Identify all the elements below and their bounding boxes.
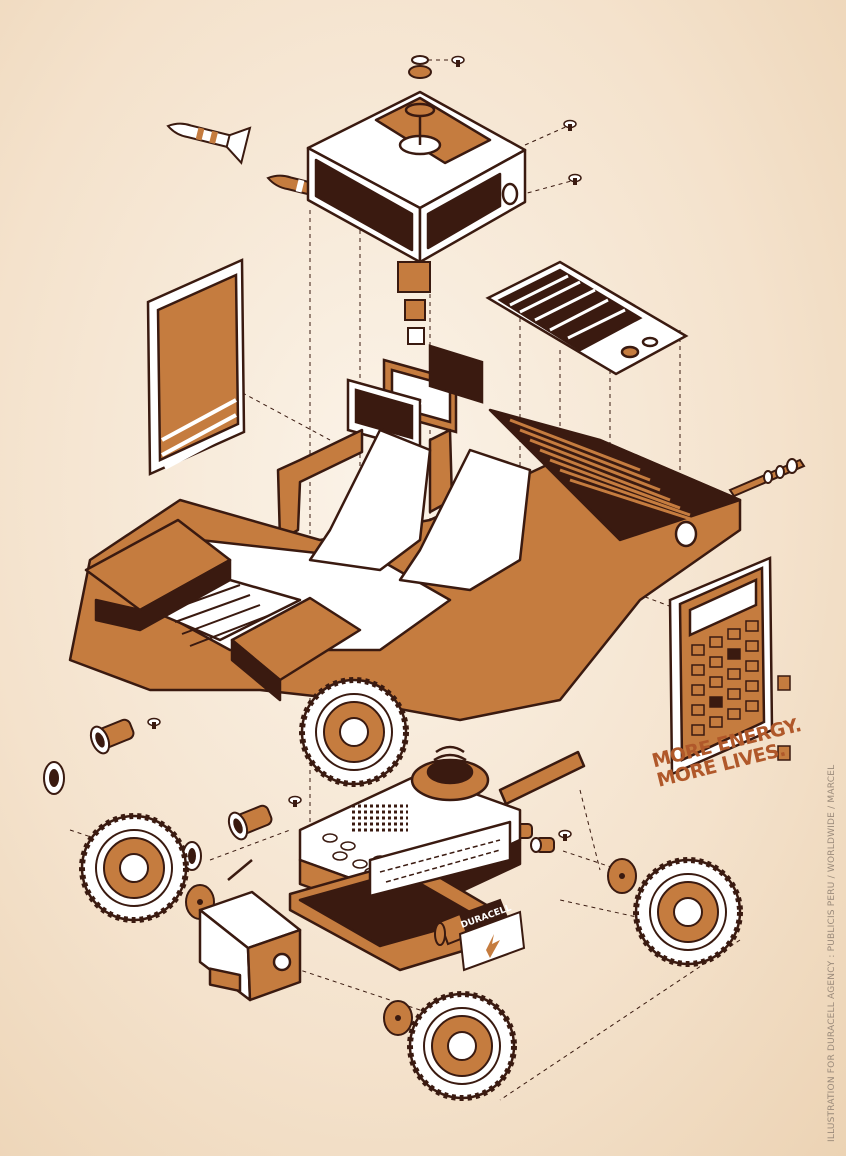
smartphone-roof xyxy=(485,260,689,376)
headlight-left-front xyxy=(43,761,65,795)
launcher-mount xyxy=(397,261,431,345)
screw xyxy=(288,795,302,808)
launcher-washers xyxy=(408,55,432,79)
exhaust-rod xyxy=(728,458,806,498)
rocket-launcher xyxy=(306,90,527,264)
screw xyxy=(568,173,582,186)
side-panel xyxy=(146,258,246,476)
radio xyxy=(198,859,302,1002)
calculator-keypad xyxy=(691,620,759,736)
wheel-hub xyxy=(383,1000,413,1036)
headlight-right xyxy=(224,799,276,843)
seats xyxy=(308,428,532,592)
wheel-front-right xyxy=(410,994,514,1098)
illustration-credit: ILLUSTRATION FOR DURACELL AGENCY : PUBLI… xyxy=(827,764,837,1142)
wheel-hub xyxy=(607,858,637,894)
headlight-right-lens xyxy=(182,841,202,871)
digital-clock xyxy=(346,344,484,452)
battery-charge-box xyxy=(458,910,526,972)
screw xyxy=(558,829,572,842)
screw xyxy=(147,717,161,730)
wheel-rear-left xyxy=(302,680,406,784)
wheel-rear-right xyxy=(636,860,740,964)
rocket-top xyxy=(166,122,252,165)
calculator-loose-keys xyxy=(777,675,791,761)
screw xyxy=(563,119,577,132)
headlight-left-rear xyxy=(86,713,138,757)
wheel-front-left xyxy=(82,816,186,920)
screw xyxy=(451,55,465,68)
